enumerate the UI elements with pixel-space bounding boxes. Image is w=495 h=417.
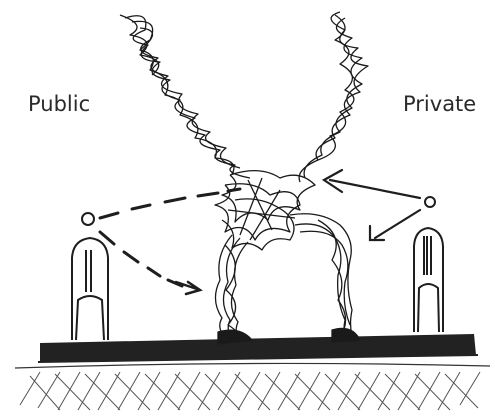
private-viewer-figure <box>414 197 443 332</box>
public-gaze-arrows <box>100 189 240 294</box>
private-label: Private <box>403 92 476 116</box>
dancer-scribble-figure <box>120 12 368 344</box>
ground-hatching <box>15 363 490 410</box>
public-viewer-figure <box>72 213 108 340</box>
private-gaze-arrows <box>324 170 420 240</box>
public-label: Public <box>28 92 90 116</box>
